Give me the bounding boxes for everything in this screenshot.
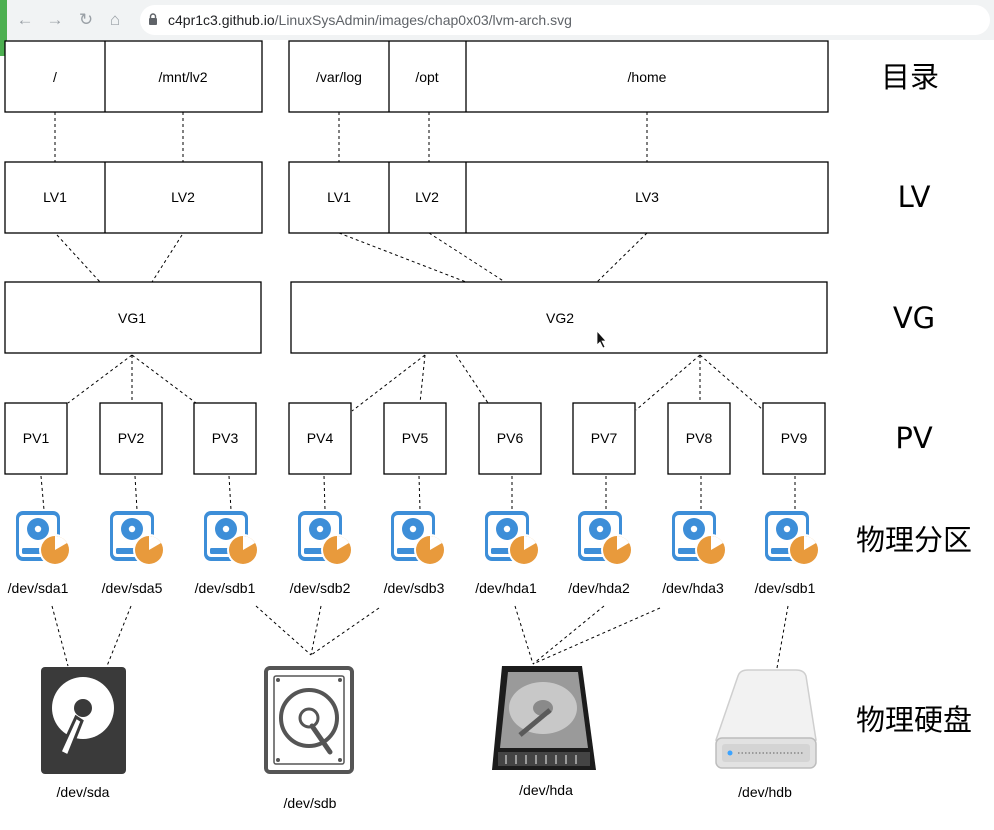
address-bar[interactable]: c4pr1c3.github.io/LinuxSysAdmin/images/c… <box>140 5 990 35</box>
external-drive-icon <box>714 669 817 769</box>
partition-label: /dev/hda3 <box>662 580 724 596</box>
dir-label: /home <box>628 69 667 85</box>
dir-label: /mnt/lv2 <box>158 69 207 85</box>
home-icon[interactable]: ⌂ <box>109 10 121 29</box>
dir-label: /var/log <box>316 69 362 85</box>
site-info-icon[interactable] <box>148 13 158 25</box>
metal-hdd-icon <box>492 666 596 770</box>
pv-label: PV2 <box>118 430 145 446</box>
directory-row: / /mnt/lv2 /var/log /opt /home <box>4 40 829 113</box>
dir-lv-connectors <box>54 112 648 162</box>
url-text[interactable]: c4pr1c3.github.io/LinuxSysAdmin/images/c… <box>168 12 572 28</box>
dir-label: / <box>53 69 57 85</box>
lv-label: LV2 <box>171 189 195 205</box>
row-label-disk: 物理硬盘 <box>856 703 972 737</box>
lv-label: LV1 <box>43 189 67 205</box>
lv-label: LV2 <box>415 189 439 205</box>
row-label-pv: PV <box>895 421 932 455</box>
pv-row: PV1 PV2 PV3 PV4 PV5 PV6 PV7 PV8 PV9 <box>4 402 826 475</box>
pv-partition-connectors <box>40 475 796 511</box>
partition-icon <box>765 511 820 566</box>
url-host: c4pr1c3.github.io <box>168 12 275 28</box>
partition-label: /dev/sdb3 <box>384 580 445 596</box>
partition-label: /dev/sda1 <box>8 580 69 596</box>
partition-icon <box>672 511 727 566</box>
partition-icon <box>110 511 165 566</box>
back-arrow-icon[interactable]: ← <box>16 10 34 29</box>
pv-label: PV5 <box>402 430 429 446</box>
partition-icon <box>204 511 259 566</box>
tab-accent-bar <box>0 0 7 56</box>
pv-label: PV8 <box>686 430 713 446</box>
disk-labels: /dev/sda /dev/sdb /dev/hda /dev/hdb <box>57 782 793 811</box>
lv-vg-connectors <box>56 232 648 283</box>
disk-label: /dev/sda <box>57 784 110 800</box>
partition-label: /dev/sdb1 <box>755 580 816 596</box>
row-label-dir: 目录 <box>881 60 939 94</box>
vg-row: VG1 VG2 <box>4 281 828 354</box>
disk-label: /dev/hda <box>519 782 573 798</box>
pv-label: PV7 <box>591 430 618 446</box>
partition-label: /dev/sdb2 <box>290 580 351 596</box>
partition-label: /dev/sda5 <box>102 580 163 596</box>
reload-icon[interactable]: ↻ <box>78 10 94 29</box>
row-label-partition: 物理分区 <box>856 523 972 557</box>
browser-toolbar: ← → ↻ ⌂ c4pr1c3.github.io/LinuxSysAdmin/… <box>0 0 994 40</box>
hard-disk-icon <box>41 667 126 774</box>
partition-label: /dev/sdb1 <box>195 580 256 596</box>
partition-icon <box>578 511 633 566</box>
partition-disk-connectors <box>51 605 789 669</box>
url-path: /LinuxSysAdmin/images/chap0x03/lvm-arch.… <box>274 12 572 28</box>
partition-icons <box>16 511 820 566</box>
dir-label: /opt <box>415 69 438 85</box>
partition-label: /dev/hda2 <box>568 580 630 596</box>
pv-label: PV9 <box>781 430 808 446</box>
pv-label: PV6 <box>497 430 524 446</box>
row-label-vg: VG <box>893 301 935 335</box>
lv-label: LV3 <box>635 189 659 205</box>
hdd-outline-icon <box>264 666 354 774</box>
disk-label: /dev/sdb <box>284 795 337 811</box>
lv-label: LV1 <box>327 189 351 205</box>
partition-label: /dev/hda1 <box>475 580 537 596</box>
partition-icon <box>298 511 353 566</box>
partition-icon <box>16 511 71 566</box>
partition-icon <box>485 511 540 566</box>
vg-pv-connectors <box>67 354 763 412</box>
lv-row: LV1 LV2 LV1 LV2 LV3 <box>4 161 829 234</box>
row-label-lv: LV <box>898 180 931 214</box>
partition-labels: /dev/sda1 /dev/sda5 /dev/sdb1 /dev/sdb2 … <box>8 580 816 596</box>
vg-label: VG2 <box>546 310 574 326</box>
pv-label: PV4 <box>307 430 334 446</box>
pv-label: PV3 <box>212 430 239 446</box>
disk-label: /dev/hdb <box>738 784 792 800</box>
forward-arrow-icon[interactable]: → <box>46 10 64 29</box>
pv-label: PV1 <box>23 430 50 446</box>
row-labels: 目录 LV VG PV 物理分区 物理硬盘 <box>856 60 972 737</box>
mouse-cursor-icon <box>596 329 607 349</box>
partition-icon <box>391 511 446 566</box>
vg-label: VG1 <box>118 310 146 326</box>
